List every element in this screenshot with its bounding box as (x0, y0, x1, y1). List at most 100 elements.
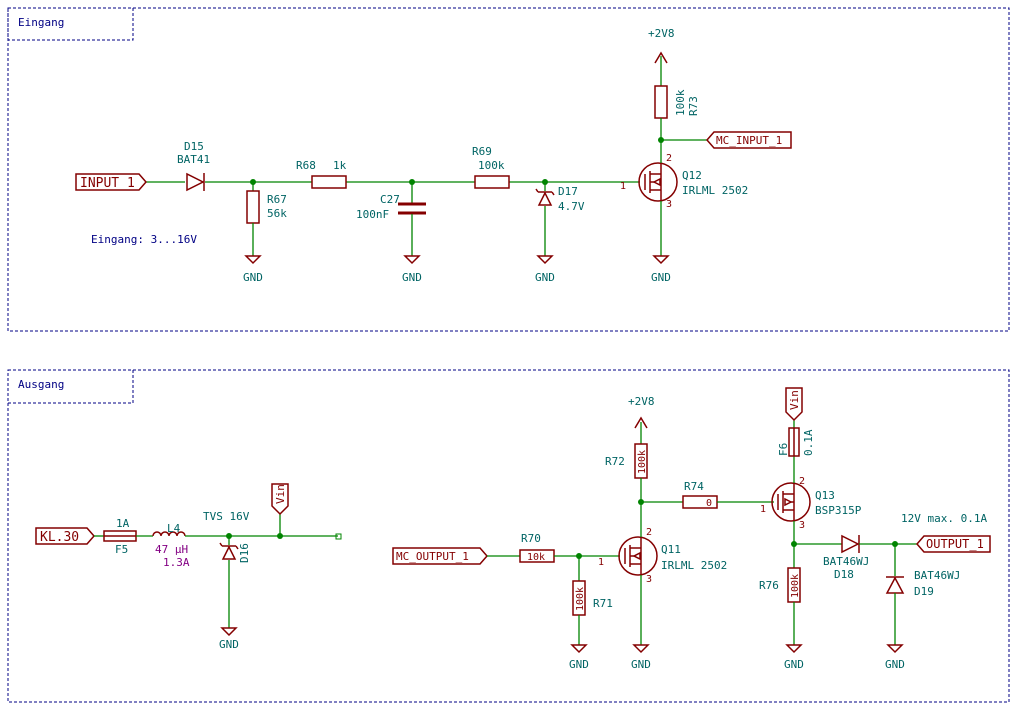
svg-text:47 µH: 47 µH (155, 543, 188, 556)
svg-text:GND: GND (651, 271, 671, 284)
resistor-r73: 100k R73 (654, 56, 700, 143)
note-output-max: 12V max. 0.1A (901, 512, 987, 525)
label-kl30: KL.30 (35, 527, 95, 545)
svg-text:BAT46WJ: BAT46WJ (823, 555, 869, 568)
tvs-diode-d16: TVS 16V D16 (203, 510, 251, 628)
power-vin-flag: Vin (271, 483, 289, 539)
svg-text:GND: GND (535, 271, 555, 284)
gnd-symbol: GND (784, 644, 804, 671)
diode-d19: BAT46WJ D19 (885, 541, 960, 645)
mosfet-q13: 1 2 3 Q13 BSP315P (760, 456, 862, 568)
svg-text:GND: GND (243, 271, 263, 284)
gnd-symbol: GND (219, 627, 239, 651)
svg-text:L4: L4 (167, 522, 181, 535)
svg-text:C27: C27 (380, 193, 400, 206)
gnd-symbol: GND (631, 644, 651, 671)
power-vin-flag: Vin (785, 387, 803, 422)
svg-text:TVS 16V: TVS 16V (203, 510, 250, 523)
gnd-symbol: GND (243, 255, 263, 284)
resistor-r70: R70 10k (519, 532, 555, 563)
svg-text:D16: D16 (238, 543, 251, 563)
svg-text:BAT46WJ: BAT46WJ (914, 569, 960, 582)
mosfet-q11: 1 2 3 Q11 IRLML 2502 (598, 502, 727, 645)
gnd-symbol: GND (569, 644, 589, 671)
diode-d18: BAT46WJ D18 (823, 534, 869, 581)
svg-text:GND: GND (631, 658, 651, 671)
svg-text:+2V8: +2V8 (648, 27, 675, 40)
gnd-symbol: GND (402, 255, 422, 284)
svg-text:Q13: Q13 (815, 489, 835, 502)
svg-text:56k: 56k (267, 207, 287, 220)
svg-text:100k: 100k (478, 159, 505, 172)
output-section-frame (7, 369, 1010, 703)
svg-text:100k: 100k (674, 89, 687, 116)
svg-text:F6: F6 (777, 443, 790, 456)
svg-text:1.3A: 1.3A (163, 556, 190, 569)
fuse-f5: 1A F5 (103, 517, 137, 556)
input-section-title-box (7, 7, 134, 41)
svg-text:1: 1 (620, 181, 626, 192)
svg-text:R73: R73 (687, 96, 700, 116)
svg-text:GND: GND (569, 658, 589, 671)
svg-text:IRLML 2502: IRLML 2502 (682, 184, 748, 197)
gnd-symbol: GND (885, 644, 905, 671)
note-input-range: Eingang: 3...16V (91, 233, 197, 246)
input-section: Eingang (7, 7, 1010, 332)
label-mc-input-1: MC_INPUT_1 (706, 131, 792, 149)
svg-text:R67: R67 (267, 193, 287, 206)
svg-text:+2V8: +2V8 (628, 395, 655, 408)
power-symbol-2v8: +2V8 (648, 27, 675, 64)
svg-text:R68: R68 (296, 159, 316, 172)
svg-text:D17: D17 (558, 185, 578, 198)
svg-text:1: 1 (760, 504, 766, 515)
svg-text:0: 0 (706, 498, 712, 509)
label-input-1: INPUT_1 (75, 173, 147, 191)
resistor-r71: 100k R71 (572, 553, 613, 645)
resistor-r72: 100k R72 (605, 422, 648, 505)
svg-text:R72: R72 (605, 455, 625, 468)
svg-text:F5: F5 (115, 543, 128, 556)
svg-text:3: 3 (666, 199, 672, 210)
svg-text:0.1A: 0.1A (802, 429, 815, 456)
svg-text:D19: D19 (914, 585, 934, 598)
svg-text:R71: R71 (593, 597, 613, 610)
svg-text:BSP315P: BSP315P (815, 504, 862, 517)
svg-text:2: 2 (666, 153, 672, 164)
svg-text:R74: R74 (684, 480, 704, 493)
svg-text:IRLML 2502: IRLML 2502 (661, 559, 727, 572)
svg-text:Q12: Q12 (682, 169, 702, 182)
gnd-symbol: GND (651, 255, 671, 284)
svg-text:3: 3 (799, 520, 805, 531)
inductor-l4: L4 47 µH 1.3A (152, 522, 190, 569)
svg-text:GND: GND (885, 658, 905, 671)
svg-text:INPUT_1: INPUT_1 (80, 176, 135, 191)
svg-text:R69: R69 (472, 145, 492, 158)
svg-text:3: 3 (646, 574, 652, 585)
resistor-r74: R74 0 (682, 480, 718, 509)
resistor-r69: R69 100k (472, 145, 510, 189)
svg-text:1A: 1A (116, 517, 130, 530)
svg-text:BAT41: BAT41 (177, 153, 210, 166)
diode-d15: D15 BAT41 (177, 140, 210, 192)
zener-d17: D17 4.7V (535, 179, 585, 256)
resistor-r67: R67 56k (246, 179, 287, 256)
svg-text:2: 2 (646, 527, 652, 538)
fuse-f6: F6 0.1A (777, 420, 815, 457)
input-section-title: Eingang (18, 16, 64, 29)
svg-text:1: 1 (598, 557, 604, 568)
svg-text:Q11: Q11 (661, 543, 681, 556)
capacitor-c27: C27 100nF (356, 179, 426, 256)
svg-text:1k: 1k (333, 159, 347, 172)
power-symbol-2v8: +2V8 (628, 395, 655, 429)
svg-text:D18: D18 (834, 568, 854, 581)
svg-text:100k: 100k (575, 587, 586, 611)
svg-text:10k: 10k (527, 552, 545, 563)
svg-text:100nF: 100nF (356, 208, 389, 221)
svg-text:4.7V: 4.7V (558, 200, 585, 213)
svg-text:MC_INPUT_1: MC_INPUT_1 (716, 134, 782, 147)
svg-text:D15: D15 (184, 140, 204, 153)
svg-text:GND: GND (402, 271, 422, 284)
svg-text:R76: R76 (759, 579, 779, 592)
